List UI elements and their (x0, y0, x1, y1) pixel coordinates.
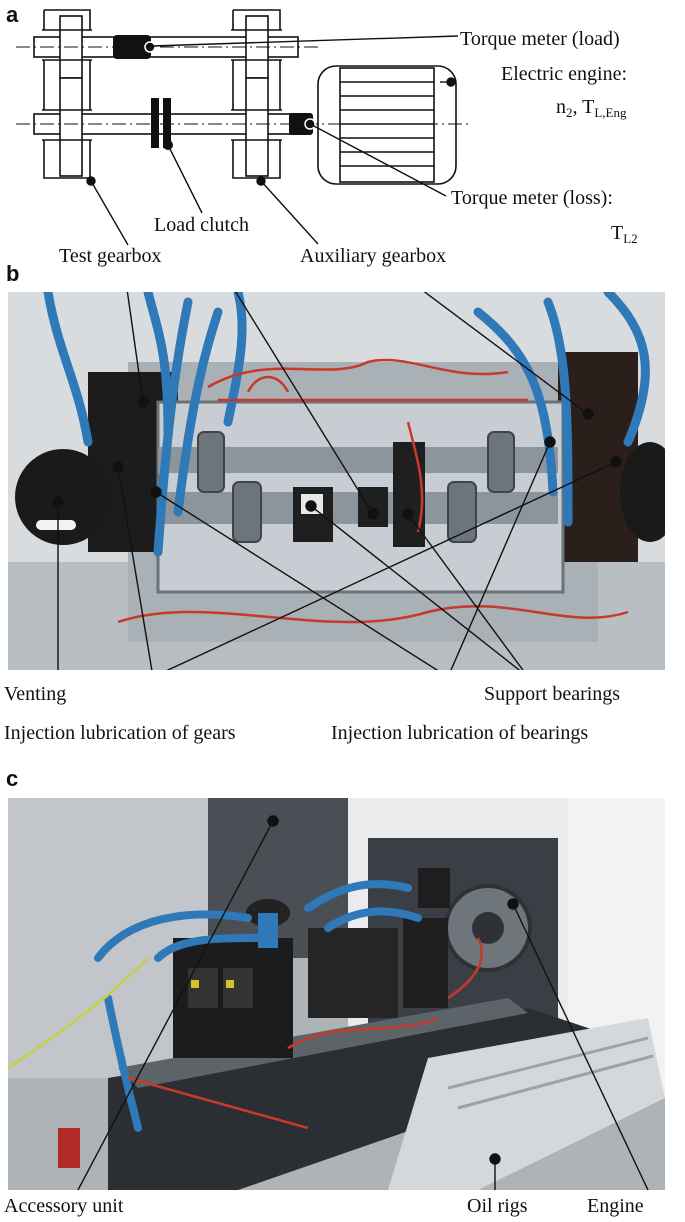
label-venting: Venting (4, 683, 67, 705)
gearbox-schematic (16, 9, 470, 246)
label-engine-params: n2, TL,Eng (556, 96, 627, 120)
load-clutch-plate-2 (163, 98, 171, 148)
aux-gear-lower (245, 77, 269, 177)
label-torque-loss-symbol: TL2 (611, 222, 638, 246)
label-torque-meter-load: Torque meter (load) (460, 28, 620, 50)
test-rig-top-view-photo (8, 292, 665, 670)
label-load-clutch: Load clutch (154, 214, 249, 236)
label-test-gearbox: Test gearbox (59, 245, 162, 267)
panel-letter-a: a (6, 2, 19, 27)
label-injection-lubrication-bearings: Injection lubrication of bearings (331, 722, 589, 744)
torque-meter-load-block (113, 35, 151, 59)
test-gear-lower (59, 77, 83, 177)
label-injection-lubrication-gears: Injection lubrication of gears (4, 722, 236, 744)
test-gearbox-housing (43, 9, 91, 179)
test-rig-side-view-photo (8, 798, 665, 1190)
label-torque-meter-loss: Torque meter (loss): (451, 187, 613, 209)
label-auxiliary-gearbox: Auxiliary gearbox (300, 245, 447, 267)
panel-letter-b: b (6, 261, 20, 286)
label-support-bearings: Support bearings (484, 683, 621, 705)
label-oil-rigs: Oil rigs (467, 1195, 528, 1217)
panel-letter-c: c (6, 766, 19, 791)
label-accessory-unit: Accessory unit (4, 1195, 124, 1217)
aux-gearbox-housing (232, 9, 281, 179)
torque-meter-loss-block (289, 113, 313, 135)
label-engine: Engine (587, 1195, 644, 1217)
label-electric-engine: Electric engine: (501, 63, 628, 85)
load-clutch-plate-1 (151, 98, 159, 148)
